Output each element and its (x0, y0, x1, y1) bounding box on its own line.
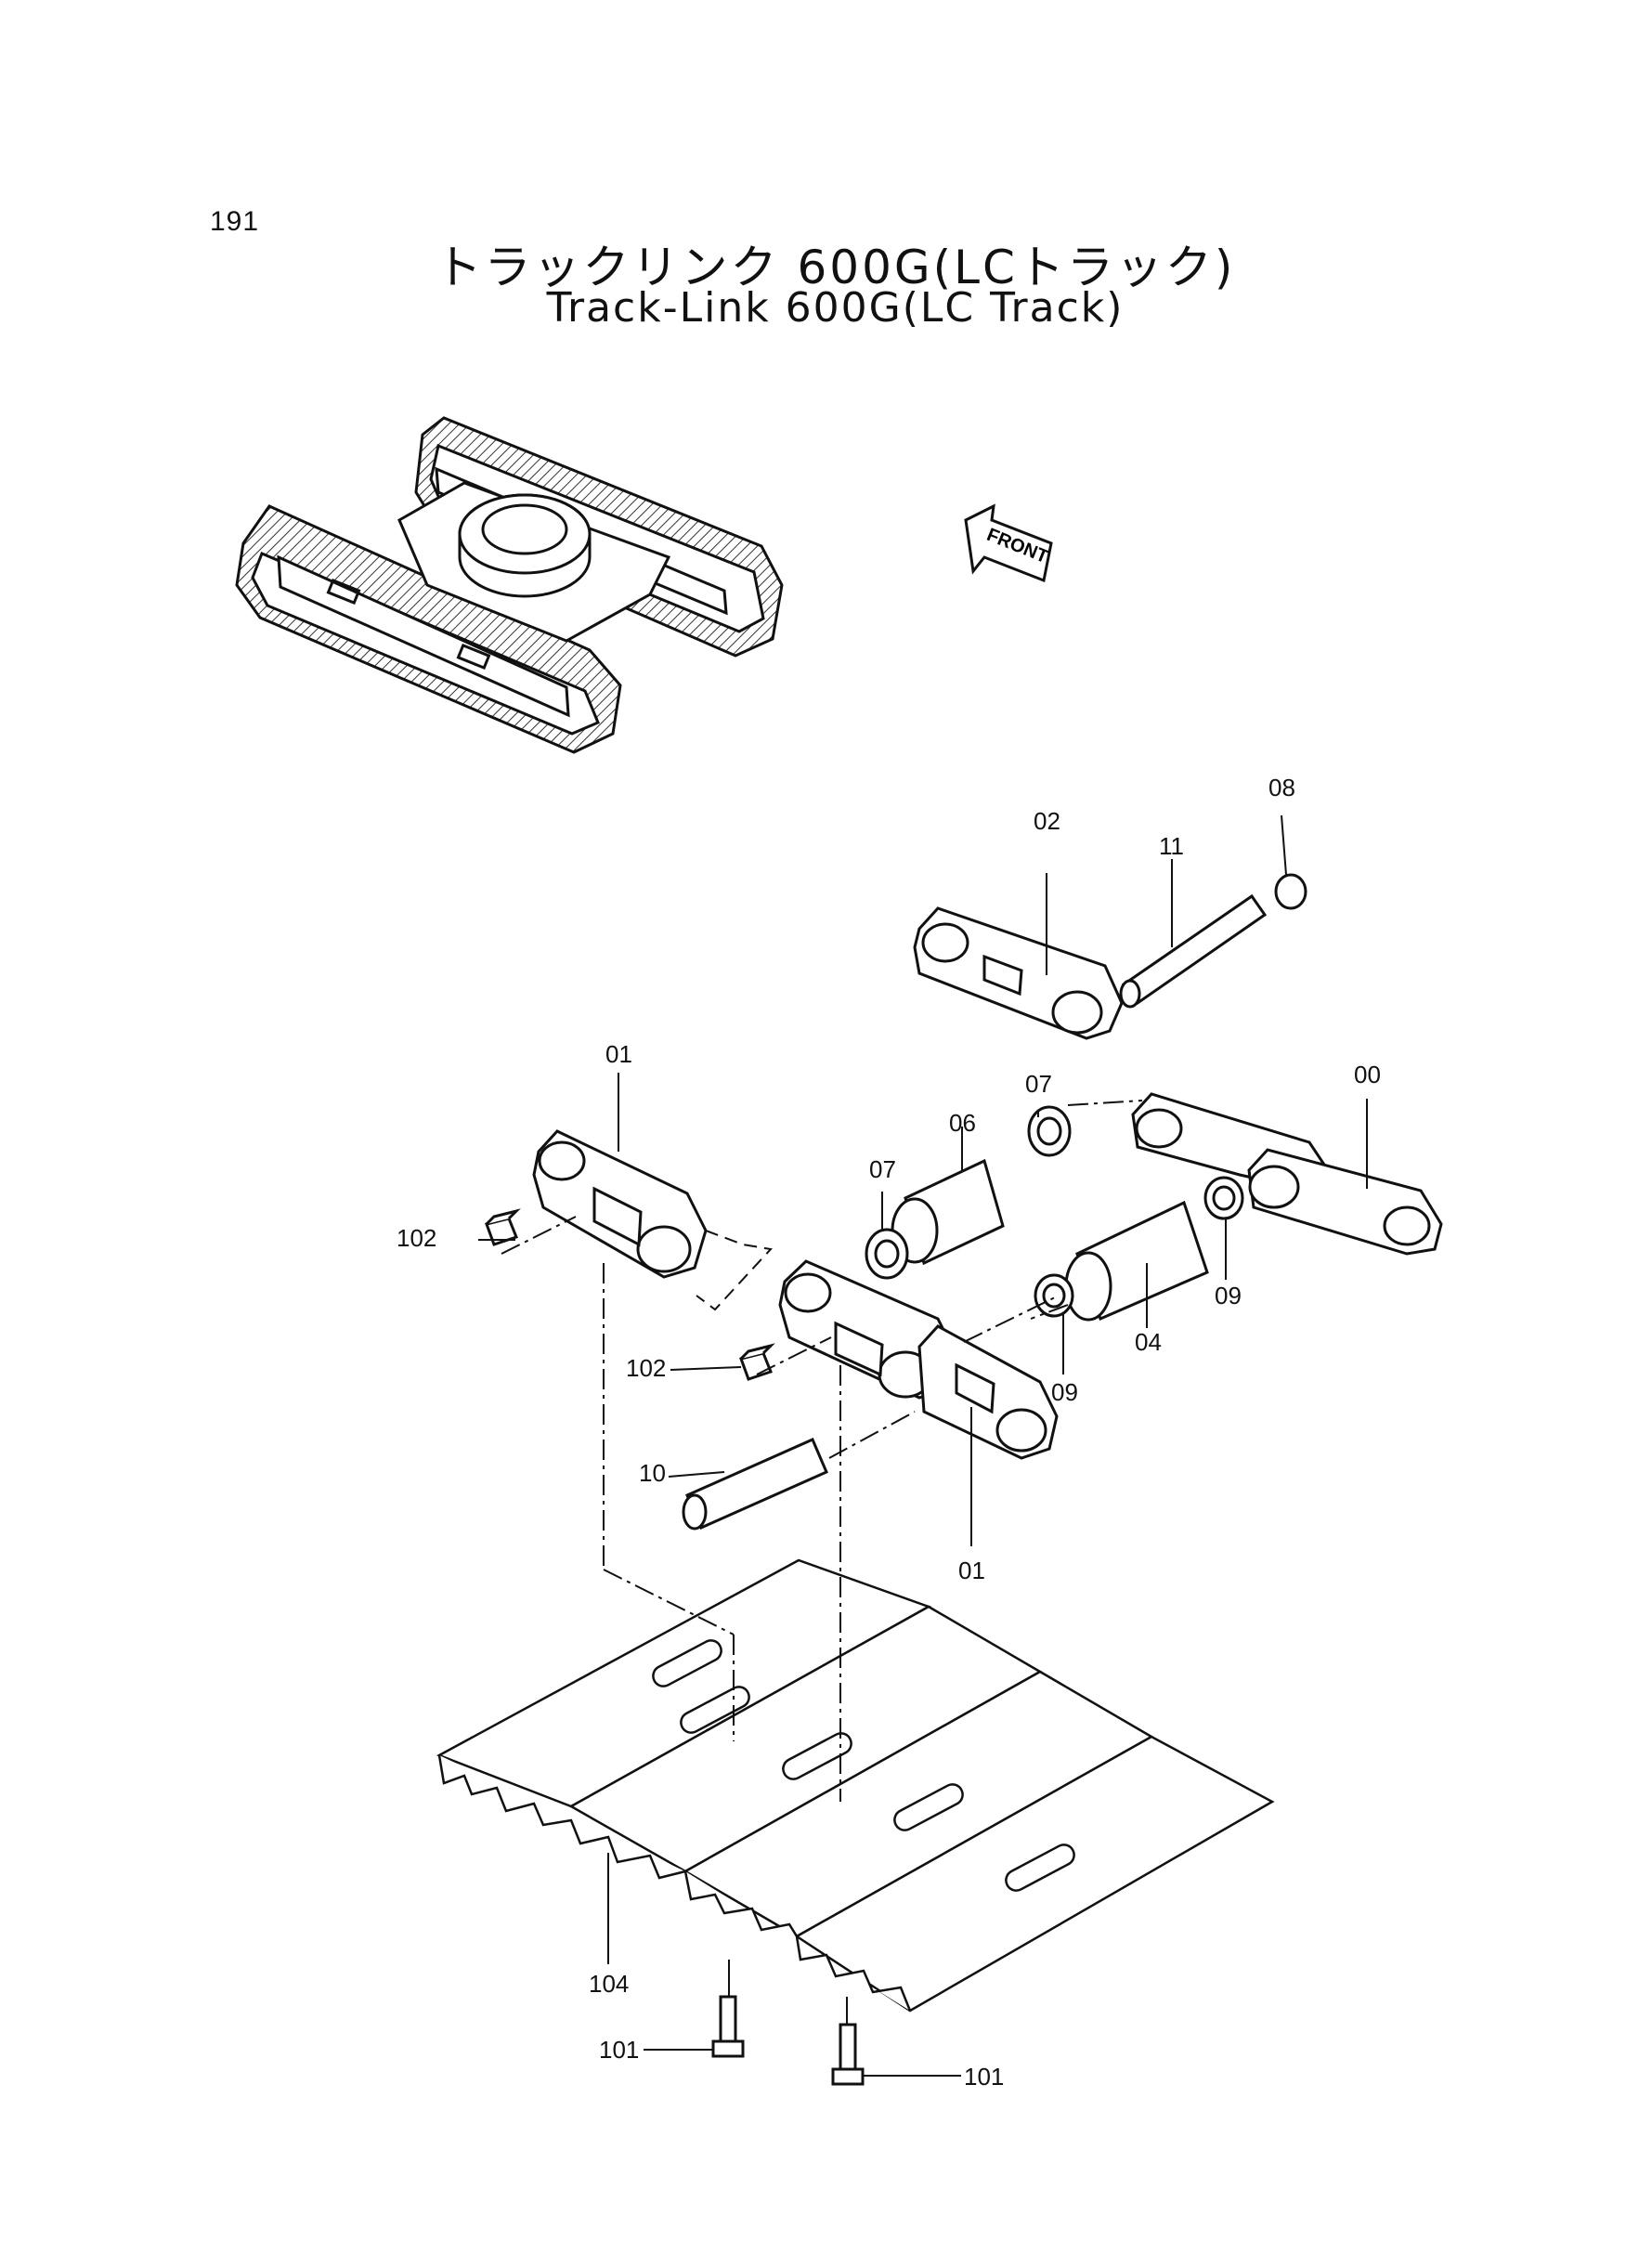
track-link-01-left (532, 1129, 708, 1279)
shoe-nut-102-lower (739, 1343, 775, 1381)
shoe-bolt-101-right (831, 2023, 865, 2086)
bushing-06 (891, 1158, 1005, 1266)
callout-08: 08 (1268, 774, 1295, 801)
track-pin-10 (682, 1438, 828, 1531)
callout-02: 02 (1034, 807, 1060, 835)
shoe-nut-102-upper (485, 1208, 521, 1246)
callout-101-right: 101 (964, 2063, 1004, 2091)
shoe-bolt-101-left (711, 1995, 745, 2058)
callout-07-upper: 07 (1025, 1070, 1052, 1098)
callout-104: 104 (589, 1970, 629, 1998)
callout-01-lower: 01 (958, 1557, 985, 1584)
page-number: 191 (210, 206, 260, 237)
track-shoe-assembly-104 (436, 1558, 1275, 2013)
undercarriage-illustration (235, 416, 784, 754)
callout-102-lower: 102 (626, 1354, 666, 1382)
callout-04: 04 (1135, 1328, 1162, 1356)
callout-09-left: 09 (1051, 1378, 1078, 1406)
callout-07-lower: 07 (869, 1155, 896, 1183)
callout-00: 00 (1354, 1061, 1381, 1088)
front-direction-arrow: FRONT (964, 503, 1053, 583)
callout-06: 06 (949, 1109, 976, 1137)
track-link-02 (913, 906, 1124, 1040)
bushing-04 (1064, 1200, 1209, 1322)
callout-01-upper: 01 (605, 1040, 632, 1068)
callout-11: 11 (1159, 832, 1184, 860)
callout-101-left: 101 (599, 2036, 639, 2064)
snap-ring-08 (1274, 873, 1307, 910)
page-title-english: Track-Link 600G(LC Track) (546, 284, 1125, 332)
callout-102-upper: 102 (397, 1224, 436, 1252)
callout-09-right: 09 (1215, 1282, 1242, 1309)
page-title-japanese: トラックリンク 600G(LCトラック) (435, 241, 1236, 294)
track-link-01-center (778, 1259, 1059, 1460)
callout-10: 10 (639, 1459, 666, 1487)
master-pin-11 (1119, 893, 1268, 1009)
master-link-00 (1131, 1092, 1443, 1256)
